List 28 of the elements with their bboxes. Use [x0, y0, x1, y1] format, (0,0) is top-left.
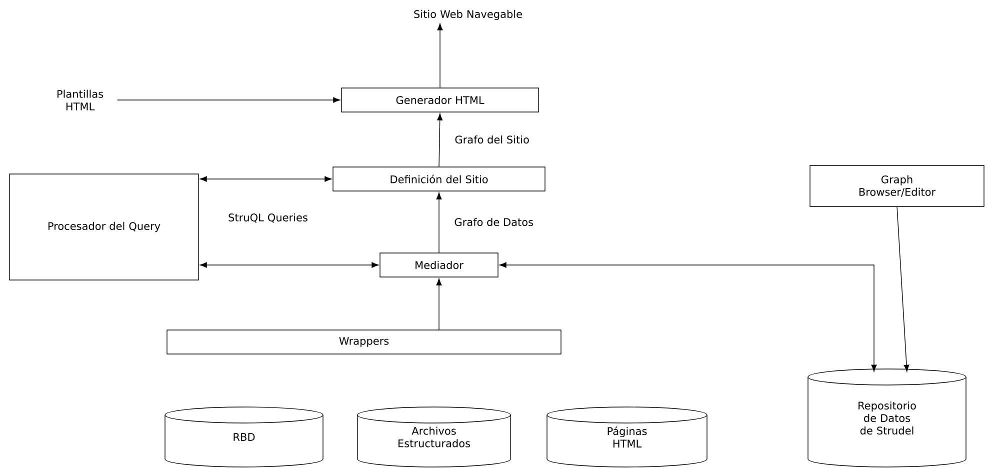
arrow [116, 97, 340, 103]
arrow [200, 262, 379, 268]
process-box: Generador HTML [341, 88, 539, 112]
arrow [200, 176, 332, 182]
process-box: Graph Browser/Editor [810, 165, 984, 207]
database-cylinder: Archivos Estructurados [357, 406, 511, 468]
edge-label: Grafo de Datos [453, 216, 535, 228]
process-label: Sitio Web Navegable [414, 10, 522, 20]
edge-label: Grafo del Sitio [454, 134, 530, 145]
process-box: Definición del Sitio [332, 166, 546, 192]
node-label: Repositorio de Datos de Strudel [858, 401, 916, 435]
node-label: Páginas HTML [608, 426, 647, 448]
arrow [436, 278, 442, 330]
process-box: Wrappers [166, 330, 562, 354]
database-cylinder: Páginas HTML [546, 406, 708, 468]
input-label: Plantillas HTML [58, 90, 104, 110]
annotation-label: StruQL Queries [228, 213, 308, 223]
database-cylinder: Repositorio de Datos de Strudel [808, 368, 966, 468]
arrow [437, 23, 443, 88]
database-cylinder: RBD [164, 406, 324, 468]
arrow [896, 206, 910, 372]
process-box: Procesador del Query [9, 174, 199, 280]
node-label: RBD [234, 433, 255, 441]
arrow [499, 262, 877, 372]
arrow [437, 113, 443, 167]
arrow [436, 192, 442, 253]
process-box: Mediador [380, 252, 498, 278]
node-label: Archivos Estructurados [398, 426, 470, 448]
